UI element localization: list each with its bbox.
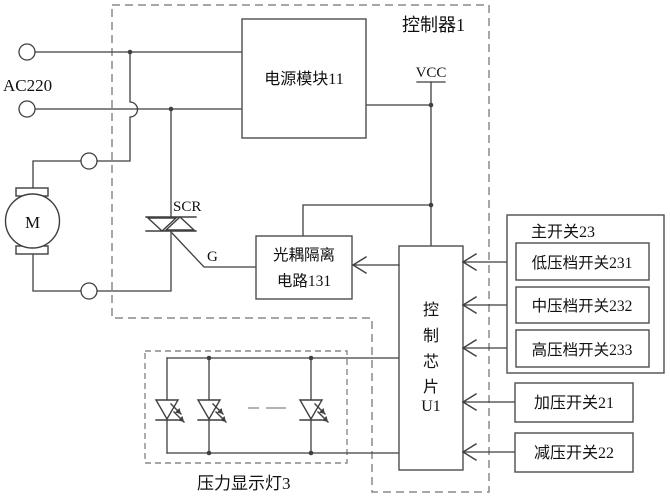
- low-gear-switch-label: 低压档开关231: [532, 254, 633, 272]
- junction-dot: [206, 450, 212, 456]
- motor-terminal-top-icon: [80, 152, 98, 170]
- led-icons: [154, 399, 329, 423]
- motor-branch-wire: [32, 51, 139, 189]
- left-arrowhead-icon: [351, 256, 367, 274]
- triac-triangle-right: [164, 216, 196, 231]
- main-switch-label: 主开关23: [531, 223, 595, 241]
- wiring: [32, 49, 446, 456]
- chip-label-char4: 片: [423, 378, 439, 396]
- low-gear-switch-box: [515, 242, 650, 281]
- gate-wire: [171, 232, 257, 268]
- junction-dot: [127, 49, 133, 55]
- vcc-to-opto-wire: [302, 204, 432, 237]
- control-chip-outline: [398, 245, 464, 471]
- chip-label-char5: U1: [421, 398, 441, 415]
- vcc-label: VCC: [416, 65, 447, 81]
- power-module-label: 电源模块11: [264, 70, 343, 88]
- led-icon: [196, 399, 227, 423]
- mid-gear-switch-label: 中压档开关232: [532, 297, 633, 315]
- depressurize-switch-box: 减压开关22: [514, 432, 634, 473]
- ac-terminal-bottom-icon: [18, 100, 36, 118]
- pressurize-switch-outline: [514, 382, 634, 423]
- chip-label-char1: 控: [423, 301, 439, 319]
- power-module-box: 电源模块11: [241, 18, 367, 139]
- motor-icon: M: [4, 187, 61, 255]
- pressure-indicator-label: 压力显示灯3: [197, 474, 291, 493]
- ac-supply-label: AC220: [3, 76, 52, 95]
- motor-body: [4, 193, 61, 249]
- left-arrowhead-icon: [461, 393, 477, 411]
- motor-return-wire: [32, 108, 172, 292]
- left-arrowhead-icon: [461, 339, 477, 357]
- led-icon: [154, 399, 185, 423]
- chip-to-opto-arrow: [351, 256, 400, 274]
- scr-label: SCR: [173, 199, 201, 215]
- gate-label: G: [207, 249, 218, 265]
- high-gear-switch-label: 高压档开关233: [532, 341, 633, 359]
- main-switch-group: 主开关23 低压档开关231 中压档开关232 高压档开关233: [506, 214, 665, 374]
- depressurize-switch-label: 减压开关22: [534, 444, 614, 462]
- triac-icon: [145, 216, 197, 232]
- led-icon: [298, 399, 329, 423]
- indicator-dashed-border: [144, 350, 348, 464]
- chip-label-char2: 制: [423, 327, 439, 345]
- junction-dot: [168, 106, 174, 112]
- left-arrowhead-icon: [461, 253, 477, 271]
- motor-terminal-bottom-icon: [80, 282, 98, 300]
- terminals: [18, 43, 98, 300]
- power-module-outline: [241, 18, 367, 139]
- motor-label: M: [25, 213, 40, 232]
- control-chip-box: 控 制 芯 片 U1: [398, 245, 464, 471]
- left-arrowhead-icon: [461, 443, 477, 461]
- junction-dot: [428, 102, 434, 108]
- optocoupler-box: 光耦隔离 电路131: [255, 235, 353, 300]
- controller-label: 控制器1: [402, 15, 465, 35]
- ac-terminal-top-icon: [18, 43, 36, 61]
- junction-dot: [428, 202, 434, 208]
- triac-triangle-left: [146, 217, 178, 232]
- controller-dashed-border: [111, 4, 490, 493]
- junction-dot: [308, 355, 314, 361]
- chip-label-char3: 芯: [423, 353, 439, 371]
- high-gear-switch-box: [515, 329, 650, 368]
- optocoupler-label-line2: 电路131: [277, 272, 331, 290]
- junction-dot: [206, 355, 212, 361]
- mid-gear-switch-box: [515, 286, 650, 324]
- optocoupler-label-line1: 光耦隔离: [273, 246, 335, 264]
- pressurize-switch-box: 加压开关21: [514, 382, 634, 423]
- left-arrowhead-icon: [461, 296, 477, 314]
- junction-dot: [308, 450, 314, 456]
- depressurize-switch-outline: [514, 432, 634, 473]
- pressurize-switch-label: 加压开关21: [534, 394, 614, 412]
- optocoupler-outline: [255, 235, 353, 300]
